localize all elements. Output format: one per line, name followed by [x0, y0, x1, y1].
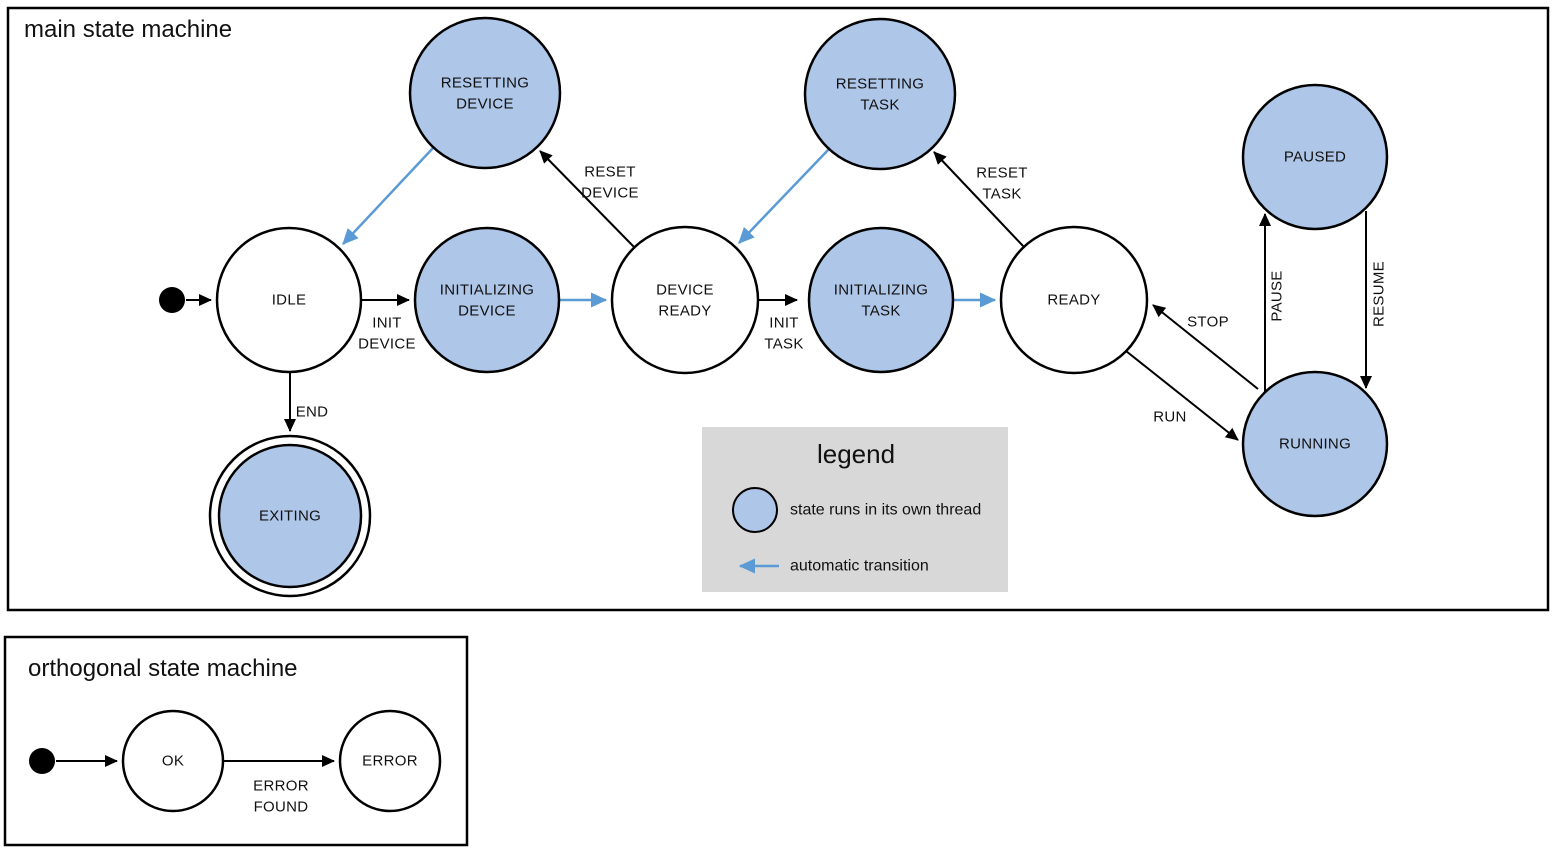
state-initializing-task — [807, 226, 955, 374]
transition-resume-label: RESUME — [1371, 261, 1388, 327]
transition-reset-task-label-1: RESET — [976, 165, 1028, 182]
state-running-label: RUNNING — [1279, 436, 1351, 453]
state-initializing-device — [413, 226, 561, 374]
transition-stop-line — [1152, 304, 1259, 390]
state-initializing-device-label-1: INITIALIZING — [440, 282, 534, 299]
state-idle-label: IDLE — [272, 292, 307, 309]
transition-init-task-label-1: INIT — [769, 315, 799, 332]
transition-init-device-label-1: INIT — [372, 315, 402, 332]
state-device-ready-label-1: DEVICE — [656, 282, 714, 299]
state-idle — [215, 226, 363, 374]
transition-reset-device-label-1: RESET — [584, 164, 636, 181]
state-error-label: ERROR — [362, 753, 418, 770]
transition-stop-label: STOP — [1187, 314, 1229, 331]
state-paused-label: PAUSED — [1284, 149, 1346, 166]
transition-reset-task-label-2: TASK — [982, 186, 1021, 203]
state-initializing-task-label-2: TASK — [861, 303, 900, 320]
state-initializing-device-label-2: DEVICE — [458, 303, 516, 320]
state-exiting-label: EXITING — [259, 508, 321, 525]
state-ready — [999, 225, 1149, 375]
transition-reset-device-line — [539, 150, 635, 248]
state-resetting-task-label-2: TASK — [860, 97, 899, 114]
transition-pause-label: PAUSE — [1269, 270, 1286, 321]
initial-state-dot — [159, 287, 185, 313]
transition-run-label: RUN — [1153, 409, 1186, 426]
state-ok-label: OK — [162, 753, 184, 770]
auto-transition-resetting-device-to-idle — [342, 147, 434, 245]
transition-init-device-label-2: DEVICE — [358, 336, 416, 353]
main-state-machine-frame — [6, 6, 1550, 612]
state-ready-label: READY — [1047, 292, 1100, 309]
state-resetting-task — [803, 17, 957, 171]
orthogonal-transition-error-found-label-2: FOUND — [254, 799, 309, 816]
transition-reset-device-label-2: DEVICE — [581, 185, 639, 202]
state-paused — [1241, 83, 1389, 231]
state-initializing-task-label-1: INITIALIZING — [834, 282, 928, 299]
legend-title: legend — [817, 439, 895, 469]
legend-auto-transition-label: automatic transition — [790, 558, 929, 575]
legend-thread-state-label: state runs in its own thread — [790, 502, 981, 519]
orthogonal-state-machine-title: orthogonal state machine — [28, 655, 298, 682]
state-exiting — [217, 443, 363, 589]
orthogonal-transition-error-found-label-1: ERROR — [253, 778, 309, 795]
state-ok — [121, 709, 225, 813]
legend-thread-state-icon — [732, 487, 778, 533]
state-resetting-device-label-1: RESETTING — [441, 75, 530, 92]
state-error — [338, 709, 442, 813]
main-state-machine-title: main state machine — [24, 16, 232, 43]
transition-reset-task-line — [933, 151, 1025, 248]
auto-transition-resetting-task-to-device-ready — [738, 148, 830, 244]
state-resetting-task-label-1: RESETTING — [836, 76, 925, 93]
transition-run-line — [1125, 350, 1239, 441]
transition-end-label: END — [296, 404, 329, 421]
state-running — [1241, 370, 1389, 518]
orthogonal-state-machine-frame — [3, 635, 469, 847]
state-device-ready-label-2: READY — [658, 303, 711, 320]
state-resetting-device-label-2: DEVICE — [456, 96, 514, 113]
state-device-ready — [610, 225, 760, 375]
transition-init-task-label-2: TASK — [764, 336, 803, 353]
orthogonal-initial-state-dot — [29, 748, 55, 774]
state-resetting-device — [408, 16, 562, 170]
